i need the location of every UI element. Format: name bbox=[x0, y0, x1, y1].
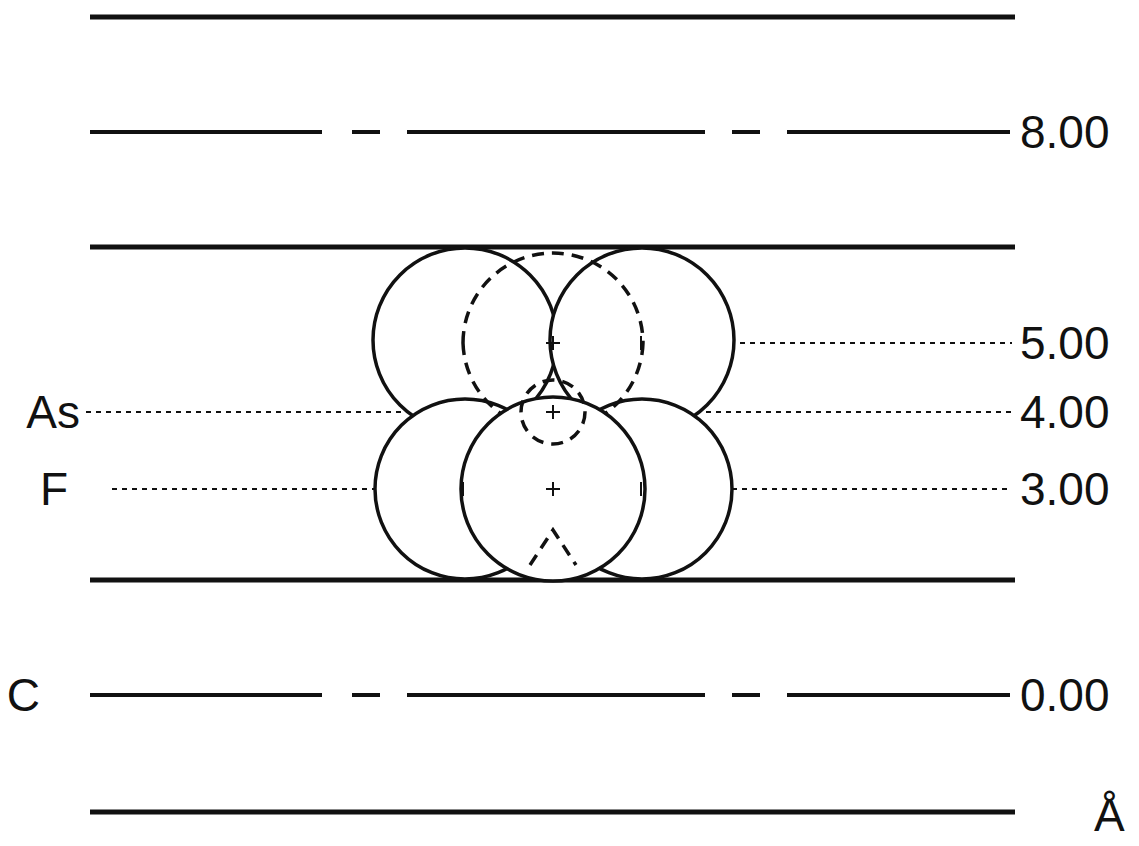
axis-label: 4.00 bbox=[1018, 389, 1112, 435]
axis-label: F bbox=[38, 466, 70, 512]
hidden-atom bbox=[463, 343, 500, 413]
axis-label: Å bbox=[1092, 792, 1127, 838]
hidden-atom bbox=[530, 530, 576, 565]
center-mark bbox=[463, 336, 641, 496]
axis-label: 8.00 bbox=[1018, 109, 1112, 155]
axis-label: C bbox=[5, 672, 42, 718]
hidden-atoms bbox=[463, 253, 643, 565]
hidden-atom bbox=[606, 343, 643, 413]
axis-label: As bbox=[24, 389, 82, 435]
axis-label: 3.00 bbox=[1018, 466, 1112, 512]
layer-line bbox=[90, 15, 1015, 20]
center-marks bbox=[463, 336, 641, 496]
layer-line bbox=[90, 245, 1015, 250]
fluorine-atoms bbox=[373, 248, 734, 581]
graphite-layers bbox=[90, 17, 1015, 812]
dashed-carbon-planes bbox=[90, 132, 1010, 695]
hidden-atom bbox=[463, 253, 643, 343]
layer-line bbox=[90, 810, 1015, 815]
axis-label: 5.00 bbox=[1018, 320, 1112, 366]
dashed-plane bbox=[90, 130, 1010, 134]
axis-label: 0.00 bbox=[1018, 672, 1112, 718]
dashed-plane bbox=[90, 693, 1010, 697]
